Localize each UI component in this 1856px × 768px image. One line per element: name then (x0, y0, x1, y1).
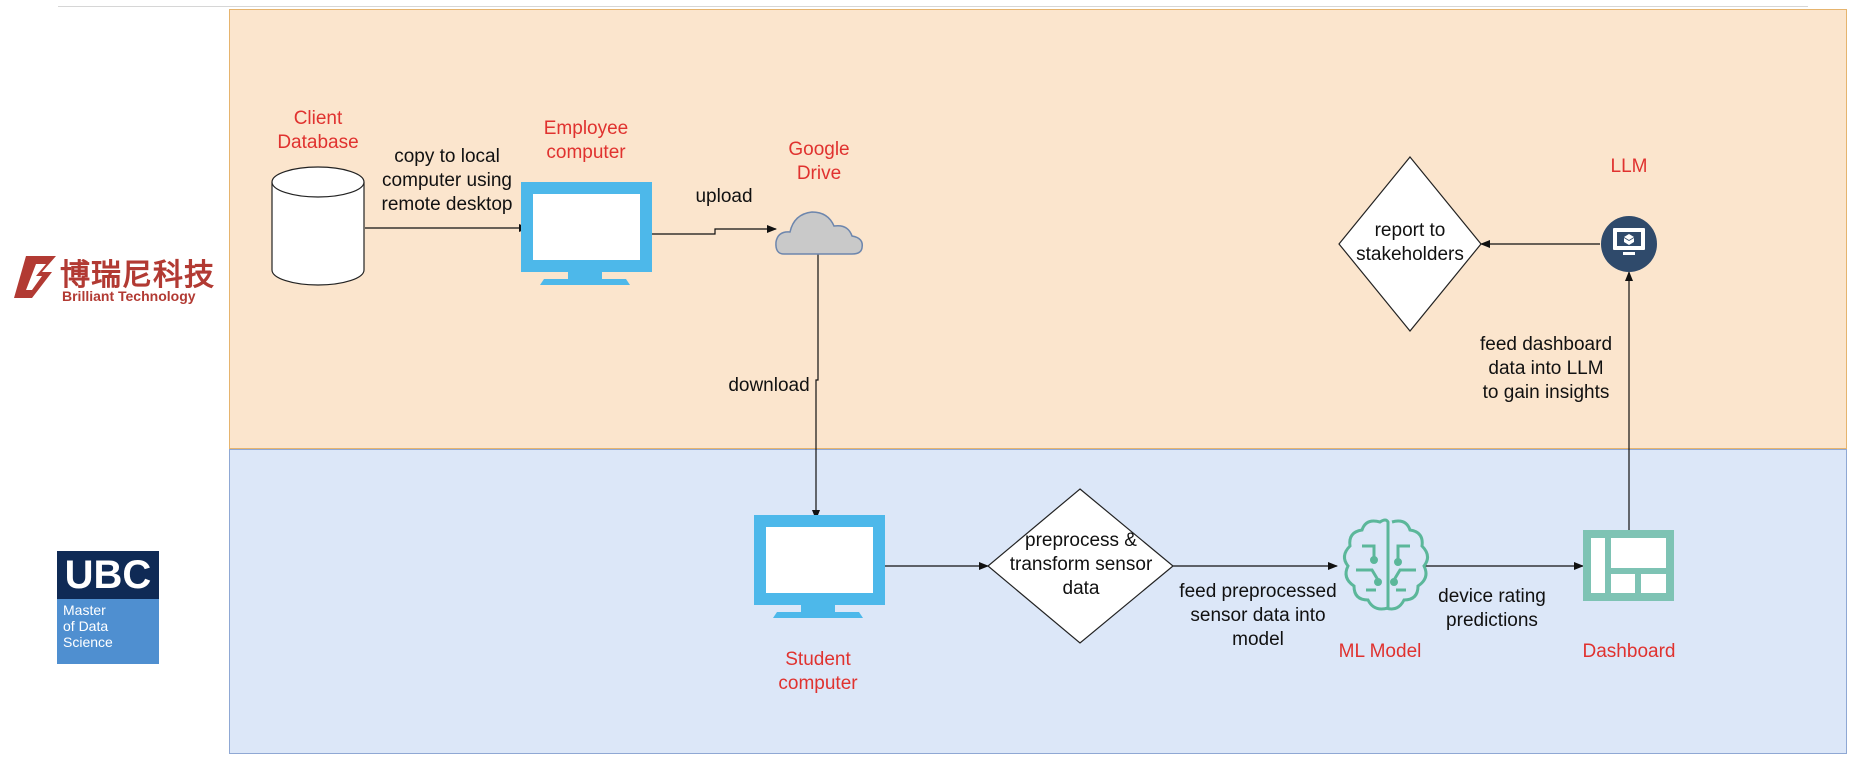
preprocess-diamond (987, 488, 1174, 644)
edge-label-feed-dashboard: feed dashboard data into LLM to gain ins… (1479, 334, 1613, 403)
brilliant-logo-mark-icon (14, 256, 56, 298)
report-to-stakeholders-text: report to stakeholders (1356, 220, 1464, 265)
preprocess-text: preprocess & transform sensor data (1009, 530, 1153, 599)
edge-label-device-rating: device rating predictions (1438, 586, 1546, 631)
student-computer-label: Student computer (778, 649, 858, 694)
monitor-icon (521, 182, 652, 285)
ml-brain-icon (1343, 518, 1429, 611)
student-monitor-icon (754, 515, 885, 618)
edge-label-upload: upload (695, 186, 753, 207)
mds-logo-text: Master of Data Science (57, 599, 159, 664)
google-drive-label: Google Drive (788, 139, 850, 184)
ubc-mds-logo: UBC Master of Data Science (57, 551, 159, 664)
database-cylinder-icon (271, 166, 365, 286)
edge-download (812, 253, 820, 520)
employee-computer-label: Employee computer (543, 118, 629, 163)
edge-label-download: download (728, 375, 810, 396)
brilliant-logo-cn: 博瑞尼科技 (60, 258, 215, 293)
dashboard-label: Dashboard (1582, 641, 1676, 662)
cloud-icon (775, 211, 864, 255)
client-database-label: Client Database (277, 108, 359, 153)
report-diamond (1338, 156, 1482, 332)
edge-label-feed-preprocessed: feed preprocessed sensor data into model (1179, 581, 1337, 650)
brilliant-technology-logo: 博瑞尼科技 Brilliant Technology (12, 250, 214, 310)
dashboard-icon (1583, 530, 1674, 601)
ubc-logo-text: UBC (57, 551, 159, 599)
edge-upload (651, 225, 777, 235)
company-swimlane (229, 9, 1847, 449)
top-divider (58, 6, 1808, 7)
llm-monitor-icon (1601, 216, 1657, 272)
brilliant-logo-en: Brilliant Technology (62, 288, 196, 304)
llm-label: LLM (1610, 156, 1648, 177)
edge-label-copy: copy to local computer using remote desk… (381, 146, 513, 215)
ml-model-label: ML Model (1338, 641, 1422, 662)
